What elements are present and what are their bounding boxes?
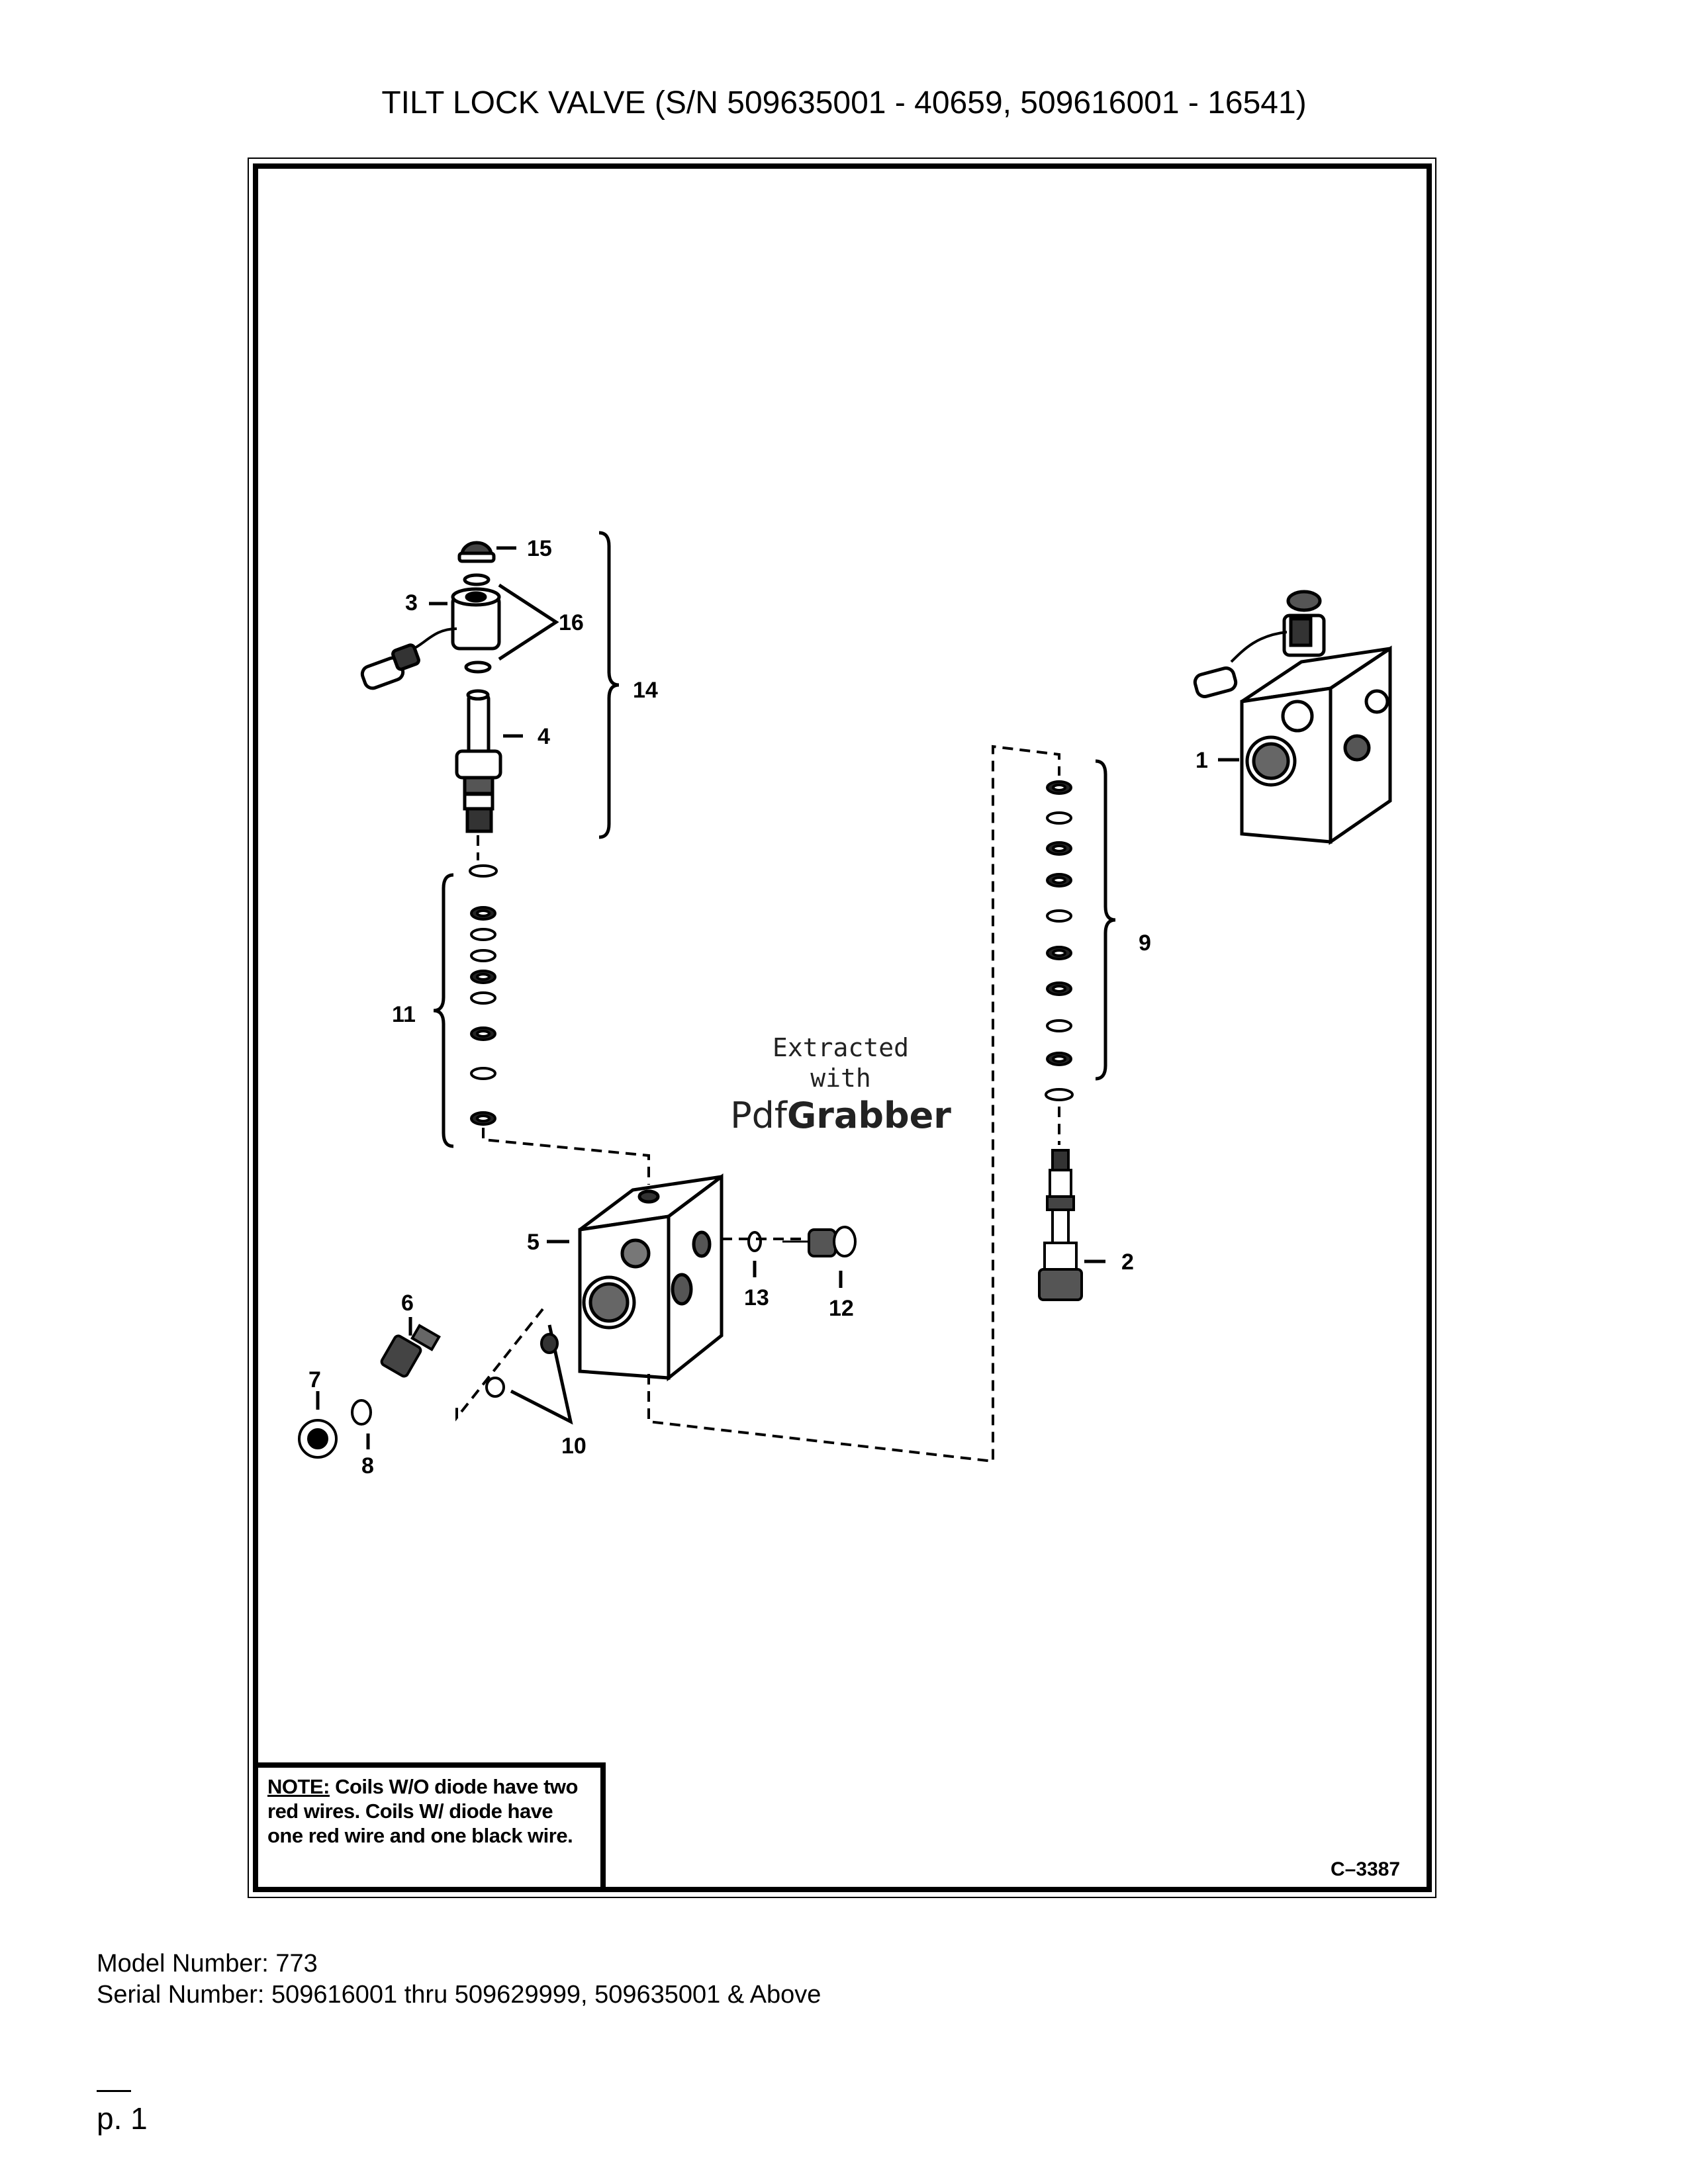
page-number-rule [97, 2090, 131, 2092]
drawing-number: C–3387 [1331, 1858, 1401, 1880]
callout-7: 7 [308, 1367, 321, 1392]
watermark-brand-suffix: Grabber [786, 1095, 951, 1136]
callout-10: 10 [561, 1433, 586, 1459]
watermark-line-1: Extracted [773, 1033, 909, 1062]
callout-1: 1 [1196, 748, 1208, 773]
callout-16: 16 [559, 610, 584, 635]
assembly-dashed-lines [455, 745, 1060, 1463]
callout-4: 4 [538, 724, 550, 749]
callout-9: 9 [1139, 931, 1151, 956]
callout-14: 14 [633, 678, 658, 703]
callout-8: 8 [361, 1453, 374, 1479]
small-parts [298, 1226, 857, 1459]
valve-assembly-1 [1193, 590, 1392, 845]
solenoid-assembly [360, 541, 502, 833]
callout-15: 15 [527, 536, 552, 561]
watermark-line-2: with [810, 1064, 871, 1093]
watermark-brand: PdfGrabber [722, 1095, 960, 1136]
model-number: Model Number: 773 [97, 1950, 318, 1978]
callout-5: 5 [527, 1230, 539, 1255]
callout-3: 3 [405, 590, 418, 615]
note-box: NOTE: Coils W/O diode have two red wires… [258, 1762, 606, 1887]
pdfgrabber-watermark: Extracted with PdfGrabber [722, 1032, 960, 1136]
valve-body-5 [578, 1173, 724, 1382]
serial-number: Serial Number: 509616001 thru 509629999,… [97, 1981, 821, 2009]
seal-kit-11 [469, 864, 498, 1126]
callout-12: 12 [829, 1296, 854, 1321]
watermark-brand-prefix: Pdf [730, 1095, 787, 1136]
drawing-frame [253, 163, 1432, 1892]
leader-lines [316, 531, 1239, 1449]
page-title: TILT LOCK VALVE (S/N 509635001 - 40659, … [381, 85, 1307, 120]
callout-6: 6 [401, 1291, 414, 1316]
seal-kit-9 [1045, 780, 1074, 1101]
note-text: Coils W/O diode have two red wires. Coil… [267, 1775, 578, 1847]
drawing-frame-outer [248, 158, 1436, 1898]
note-label: NOTE: [267, 1775, 330, 1798]
page-number: p. 1 [97, 2101, 148, 2136]
cartridge-2 [1038, 1149, 1083, 1301]
callout-13: 13 [744, 1285, 769, 1310]
callout-11: 11 [392, 1002, 416, 1027]
callout-2: 2 [1121, 1250, 1134, 1275]
